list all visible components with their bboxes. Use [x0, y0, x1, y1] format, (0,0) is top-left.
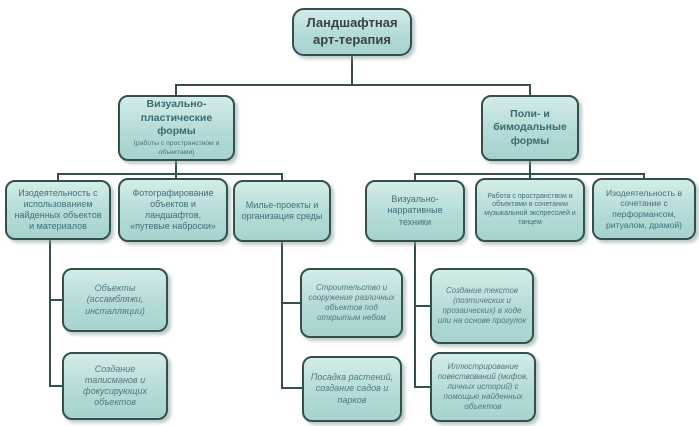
node-illustration: Иллюстрирование повествований (мифов, ли…	[430, 352, 536, 422]
node-root-label: Ландшафтная арт-терапия	[306, 15, 398, 47]
node-visual-plastic-forms-label: Визуально-пластические формы	[140, 98, 213, 137]
connector-vpf-drop	[175, 84, 177, 95]
connector-objects-stub	[49, 299, 63, 301]
node-space-music-dance-label: Работа с пространством и объектами в соч…	[484, 192, 576, 226]
node-izo-performance: Изодеятельность в сочетании с перформанс…	[592, 178, 696, 240]
node-poly-bimodal-forms-label: Поли- и бимодальные формы	[493, 108, 567, 147]
node-visual-narrative-label: Визуально-нарративные техники	[387, 194, 443, 227]
node-talismans-label: Создание талисманов и фокусирующих объек…	[82, 363, 148, 408]
node-poly-bimodal-forms: Поли- и бимодальные формы	[481, 95, 579, 161]
node-photography: Фотографирование объектов и ландшафтов, …	[118, 178, 228, 242]
node-izo-found-objects: Изодеятельность с использованием найденн…	[5, 180, 111, 240]
connector-root-down	[351, 56, 353, 84]
connector-milieu-drop	[281, 173, 283, 181]
connector-photo-drop	[175, 173, 177, 179]
node-construction-label: Строительство и сооружение различных объ…	[308, 283, 395, 322]
node-milieu-projects: Милье-проекты и организация среды	[233, 180, 331, 242]
connector-left-horizontal	[57, 173, 283, 175]
node-root: Ландшафтная арт-терапия	[292, 8, 412, 56]
connector-milieu-branch	[281, 242, 283, 389]
node-objects-assemblage-label: Объекты (ассамбляжи, инсталляции)	[85, 283, 145, 316]
node-planting: Посадка растений, создание садов и парко…	[302, 356, 402, 422]
node-planting-label: Посадка растений, создание садов и парко…	[310, 372, 394, 405]
node-objects-assemblage: Объекты (ассамбляжи, инсталляции)	[62, 268, 168, 332]
node-visual-narrative: Визуально-нарративные техники	[365, 180, 465, 242]
connector-construction-stub	[281, 302, 301, 304]
connector-texts-stub	[414, 305, 431, 307]
node-visual-plastic-forms: Визуально-пластические формы (работы с п…	[118, 95, 235, 161]
connector-izo2-drop	[643, 173, 645, 179]
connector-izo1-drop	[57, 173, 59, 181]
node-walk-texts-label: Создание текстов (поэтических и прозаиче…	[437, 286, 527, 325]
connector-vnt-drop	[414, 173, 416, 181]
node-construction: Строительство и сооружение различных объ…	[300, 268, 403, 338]
connector-planting-stub	[281, 387, 303, 389]
connector-level2-horizontal	[175, 84, 531, 86]
connector-izo1-branch	[49, 240, 51, 387]
connector-illustration-stub	[414, 386, 431, 388]
node-space-music-dance: Работа с пространством и объектами в соч…	[475, 178, 585, 242]
connector-vpf-down	[175, 160, 177, 173]
connector-vnt-branch	[414, 242, 416, 388]
node-milieu-projects-label: Милье-проекты и организация среды	[241, 199, 323, 221]
connector-space-drop	[529, 173, 531, 179]
node-visual-plastic-forms-sublabel: (работы с пространством и объектами)	[133, 139, 220, 156]
connector-pbf-drop	[529, 84, 531, 95]
connector-pbf-down	[529, 160, 531, 173]
node-photography-label: Фотографирование объектов и ландшафтов, …	[130, 187, 216, 232]
node-illustration-label: Иллюстрирование повествований (мифов, ли…	[437, 362, 529, 411]
node-walk-texts: Создание текстов (поэтических и прозаиче…	[430, 268, 534, 344]
node-talismans: Создание талисманов и фокусирующих объек…	[62, 352, 168, 420]
node-izo-performance-label: Изодеятельность в сочетании с перформанс…	[605, 187, 683, 230]
connector-talismans-stub	[49, 385, 63, 387]
node-izo-found-objects-label: Изодеятельность с использованием найденн…	[14, 187, 102, 232]
